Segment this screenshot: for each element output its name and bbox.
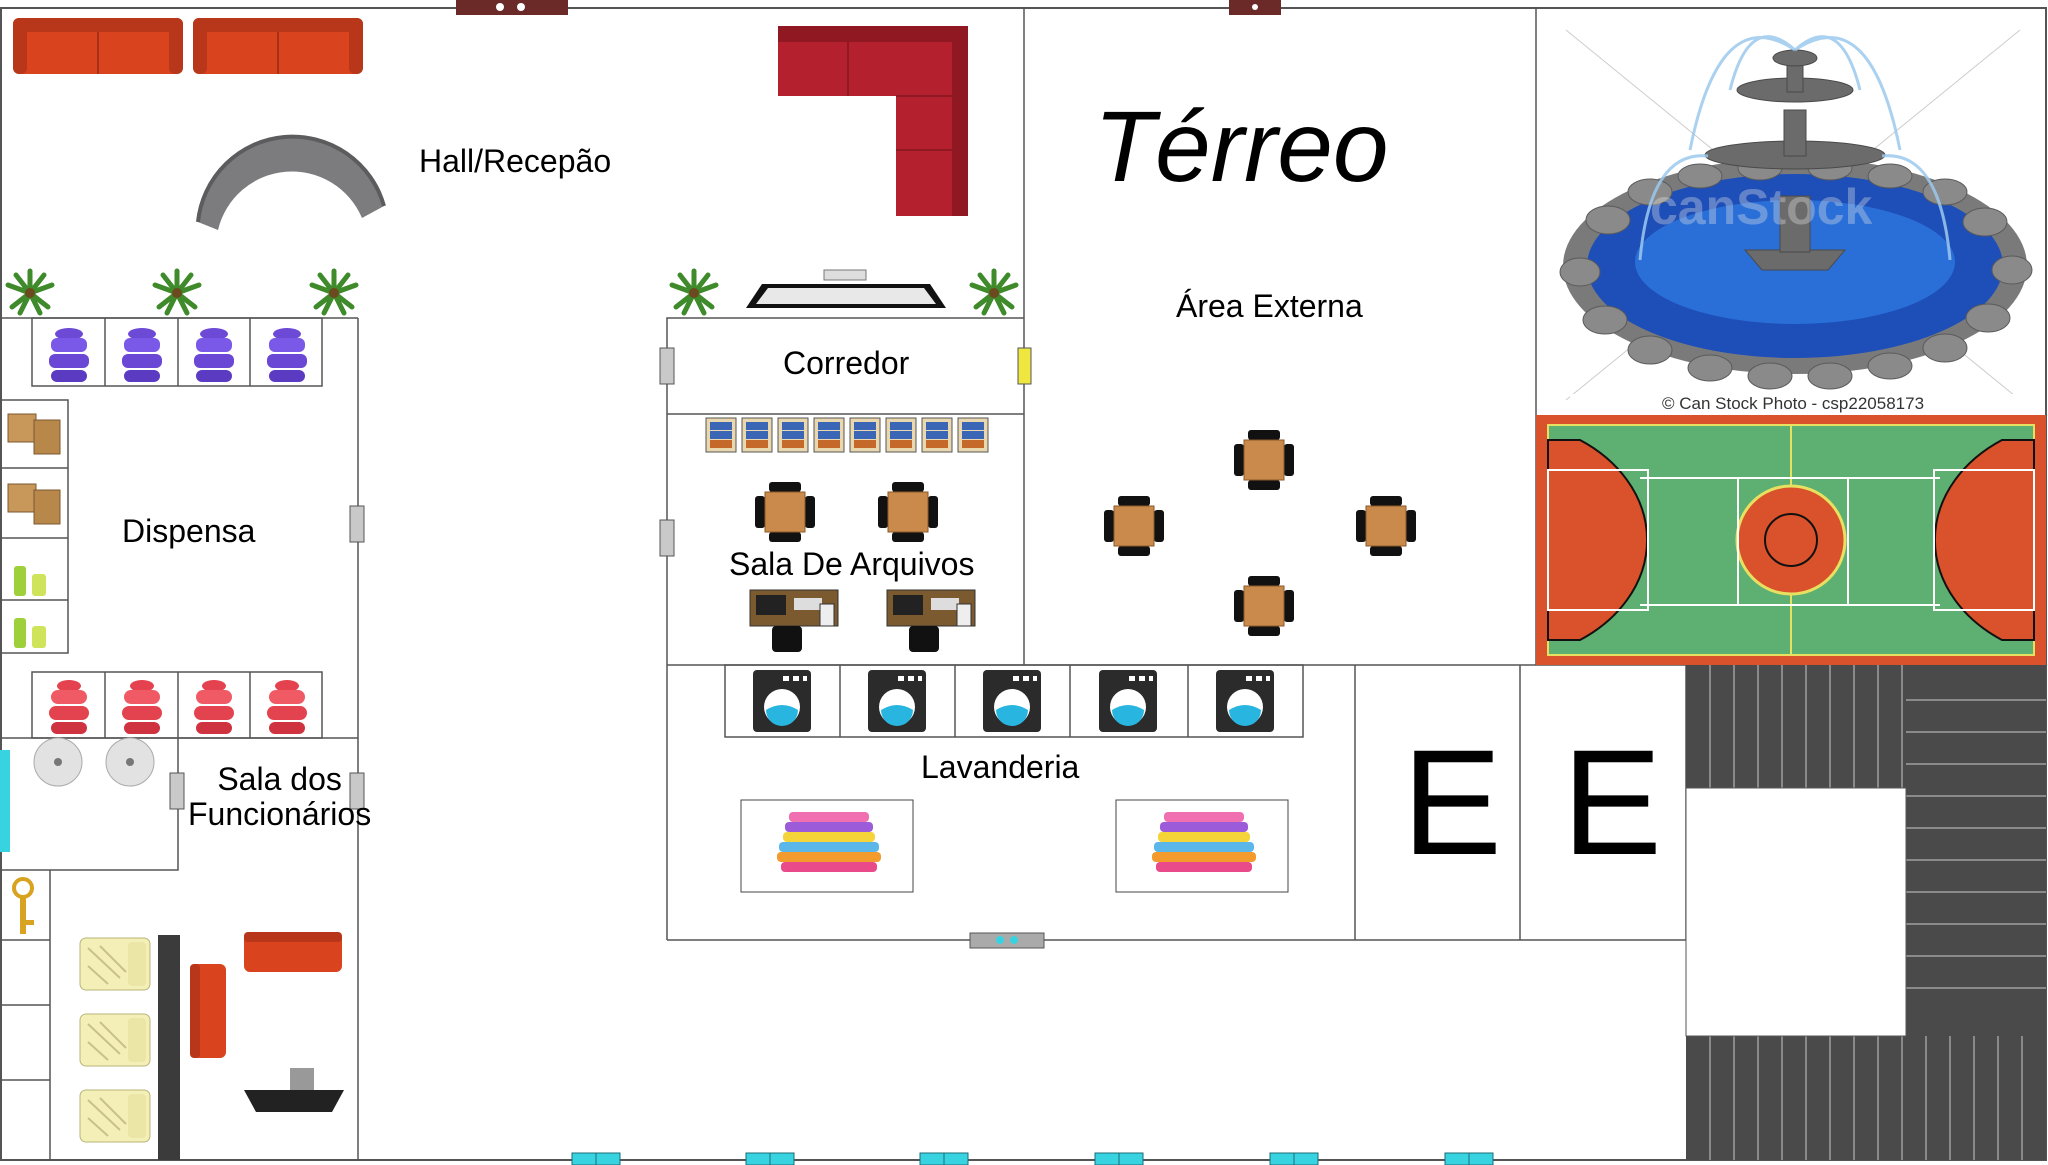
clothes-pile-icon xyxy=(740,799,1289,893)
elevator-label-2: E xyxy=(1562,718,1663,886)
washing-machine-icon xyxy=(753,670,1274,732)
books-icon xyxy=(705,417,989,453)
bed-icon xyxy=(79,937,151,1143)
sectional-sofa-icon xyxy=(778,26,968,216)
room-label-lavanderia: Lavanderia xyxy=(921,749,1080,785)
stove-icon xyxy=(244,1068,344,1112)
room-label-sala-funcionarios: Sala dos Funcionários xyxy=(188,761,372,833)
desk-icon xyxy=(749,589,976,653)
door-icon xyxy=(456,0,1281,15)
box-icon xyxy=(7,413,61,525)
watermark-logo: canStock xyxy=(1650,179,1873,235)
tv-icon xyxy=(746,269,946,308)
room-label-area-externa: Área Externa xyxy=(1176,288,1363,324)
key-icon xyxy=(12,877,34,934)
sink-icon xyxy=(33,737,155,787)
room-label-sala-arquivos: Sala De Arquivos xyxy=(729,546,975,582)
round-table-icon xyxy=(754,429,1417,637)
room-label-dispensa: Dispensa xyxy=(122,513,256,549)
stairs-icon xyxy=(1685,665,2046,1160)
elevator-label-1: E xyxy=(1402,718,1503,886)
fountain-icon xyxy=(1559,29,2033,414)
room-label-sala-funcionarios-line2: Funcionários xyxy=(188,796,372,833)
sofa-icon xyxy=(190,932,342,1058)
page-title: Térreo xyxy=(1094,91,1389,203)
sofa-icon xyxy=(12,17,364,75)
room-label-sala-funcionarios-line1: Sala dos xyxy=(217,761,342,797)
bottle-icon xyxy=(14,566,46,648)
watermark-text: © Can Stock Photo - csp22058173 xyxy=(1662,394,1925,413)
room-label-corredor: Corredor xyxy=(783,345,910,381)
room-label-hall: Hall/Recepão xyxy=(419,143,612,179)
basketball-court-icon xyxy=(1536,415,2046,665)
curved-sofa-icon xyxy=(196,134,386,230)
